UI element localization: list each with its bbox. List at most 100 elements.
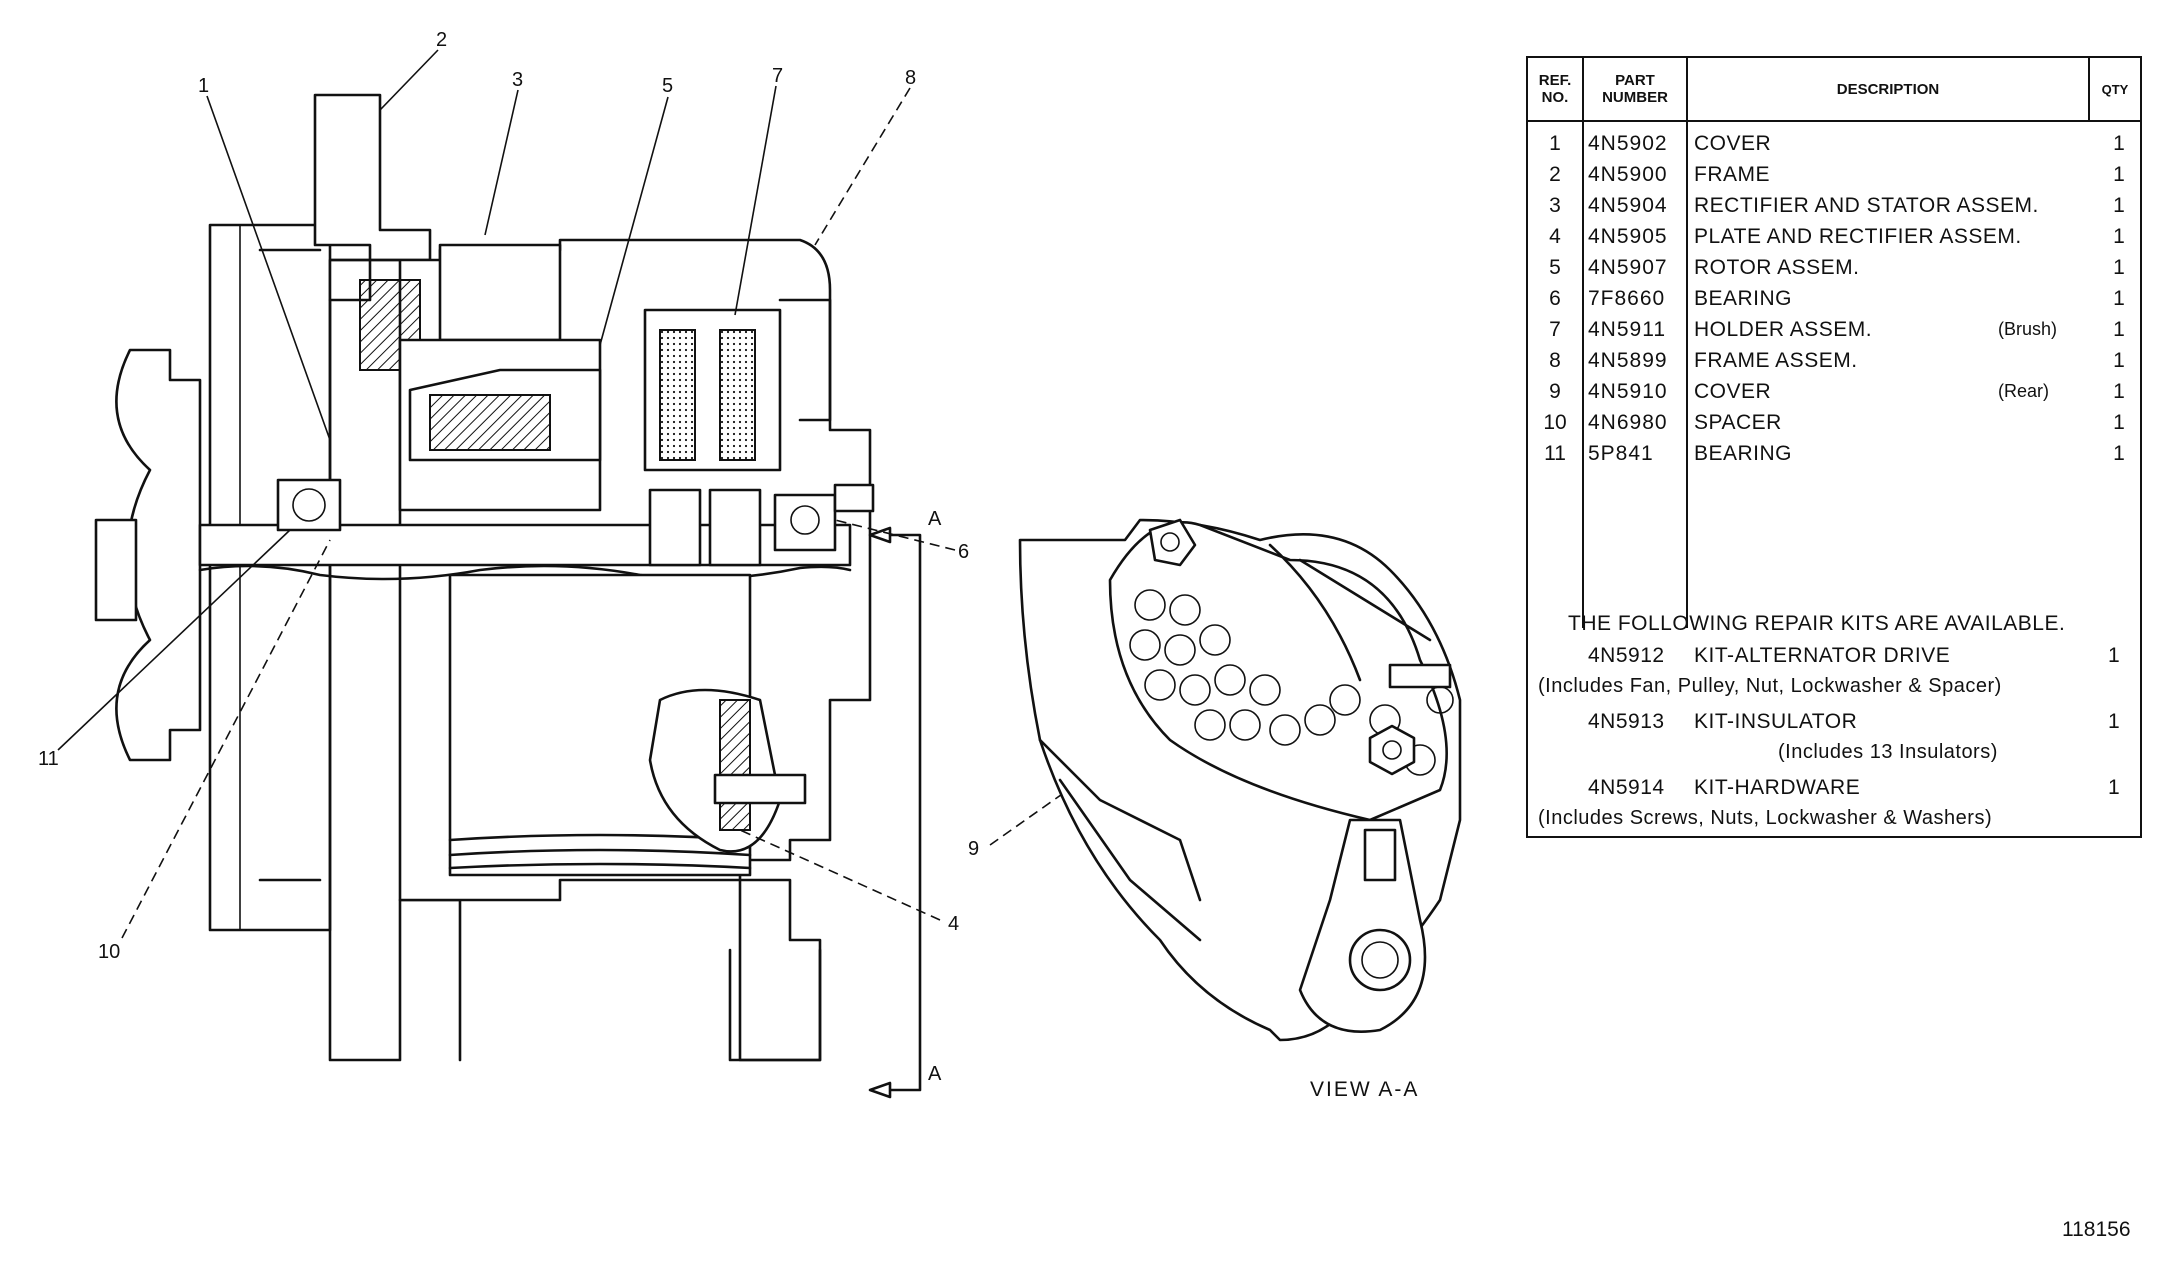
row-note: (Brush): [1998, 319, 2058, 339]
row-part-number: 4N5905: [1588, 225, 1668, 248]
row-part-number: 4N5902: [1588, 132, 1668, 155]
header-part-number: PART NUMBER: [1602, 72, 1668, 106]
parts-list-table: REF. NO. PART NUMBER DESCRIPTION QTY 1 4N…: [1526, 56, 2142, 838]
callout-9: 9: [968, 838, 979, 860]
frame-top-lug: [313, 93, 432, 262]
table-row: 4 4N5905 PLATE AND RECTIFIER ASSEM. 1: [1528, 221, 2140, 252]
row-qty: 1: [2113, 194, 2125, 217]
row-qty: 1: [2113, 318, 2125, 341]
row-description: COVER: [1694, 380, 1772, 403]
row-description: BEARING: [1694, 287, 1793, 310]
kit-description: KIT-INSULATOR: [1694, 710, 1858, 733]
row-ref-no: 9: [1549, 380, 1561, 403]
row-description: ROTOR ASSEM.: [1694, 256, 1860, 279]
row-qty: 1: [2113, 256, 2125, 279]
row-description: COVER: [1694, 132, 1772, 155]
front-frame: [328, 298, 462, 1062]
kit-qty: 1: [2108, 776, 2121, 799]
row-qty: 1: [2113, 349, 2125, 372]
header-ref-no: REF. NO.: [1538, 72, 1572, 106]
row-qty: 1: [2113, 411, 2125, 434]
kit-qty: 1: [2108, 644, 2121, 667]
callout-4: 4: [948, 913, 959, 935]
table-row: 6 7F8660 BEARING 1: [1528, 283, 2140, 314]
row-qty: 1: [2113, 163, 2125, 186]
row-part-number: 4N6980: [1588, 411, 1668, 434]
row-ref-no: 1: [1549, 132, 1561, 155]
row-description: BEARING: [1694, 442, 1793, 465]
row-ref-no: 5: [1549, 256, 1561, 279]
kit-includes: (Includes Fan, Pulley, Nut, Lockwasher &…: [1538, 675, 2002, 697]
row-description: HOLDER ASSEM.: [1694, 318, 1873, 341]
section-line-a-a: [878, 533, 922, 1092]
table-row: 5 4N5907 ROTOR ASSEM. 1: [1528, 252, 2140, 283]
row-ref-no: 6: [1549, 287, 1561, 310]
row-ref-no: 8: [1549, 349, 1561, 372]
row-part-number: 4N5907: [1588, 256, 1668, 279]
section-mark-top: A: [928, 508, 942, 530]
kit-part-number: 4N5913: [1588, 710, 1665, 733]
row-description: RECTIFIER AND STATOR ASSEM.: [1694, 194, 2039, 217]
drawing-number: 118156: [2062, 1218, 2131, 1241]
row-qty: 1: [2113, 287, 2125, 310]
header-description: DESCRIPTION: [1836, 80, 1940, 98]
callout-8: 8: [905, 67, 916, 89]
row-part-number: 4N5910: [1588, 380, 1668, 403]
diode-holes: [1129, 589, 1454, 776]
terminal-nut: [1368, 724, 1416, 776]
kit-qty: 1: [2108, 710, 2121, 733]
stator-core-top: [438, 243, 562, 342]
kit-includes: (Includes 13 Insulators): [1778, 741, 1998, 763]
row-description: FRAME: [1694, 163, 1770, 186]
heat-sink-plate: [1108, 521, 1448, 822]
callout-10: 10: [98, 941, 120, 963]
table-row: 10 4N6980 SPACER 1: [1528, 407, 2140, 438]
pulley-nut: [94, 518, 138, 622]
kit-part-number: 4N5912: [1588, 644, 1665, 667]
callouts: 1 2 3 5 7 8 6 4 10 11 9: [38, 29, 1161, 963]
row-qty: 1: [2113, 380, 2125, 403]
row-description: SPACER: [1694, 411, 1782, 434]
row-part-number: 5P841: [1588, 442, 1654, 465]
terminal-stud: [833, 483, 875, 513]
kit-description: KIT-ALTERNATOR DRIVE: [1694, 644, 1951, 667]
row-ref-no: 10: [1543, 411, 1567, 434]
kit-part-number: 4N5914: [1588, 776, 1665, 799]
row-part-number: 7F8660: [1588, 287, 1666, 310]
row-qty: 1: [2113, 225, 2125, 248]
row-ref-no: 4: [1549, 225, 1561, 248]
row-ref-no: 7: [1549, 318, 1561, 341]
row-ref-no: 11: [1544, 442, 1566, 465]
row-description: PLATE AND RECTIFIER ASSEM.: [1694, 225, 2022, 248]
view-a-a: [1018, 518, 1462, 1042]
section-mark-bottom: A: [928, 1063, 942, 1085]
table-row: 1 4N5902 COVER 1: [1528, 128, 2140, 159]
table-row: 11 5P841 BEARING 1: [1528, 438, 2140, 469]
row-ref-no: 3: [1549, 194, 1561, 217]
row-ref-no: 2: [1549, 163, 1561, 186]
table-row: 7 4N5911 HOLDER ASSEM. 1 (Brush): [1528, 314, 2140, 345]
header-qty: QTY: [2101, 81, 2129, 97]
alternator-section-view: A A: [94, 93, 942, 1099]
fan: [208, 223, 332, 932]
kit-description: KIT-HARDWARE: [1694, 776, 1861, 799]
kit-includes: (Includes Screws, Nuts, Lockwasher & Was…: [1538, 807, 1993, 829]
callout-1: 1: [198, 75, 209, 97]
callout-2: 2: [436, 29, 447, 51]
view-caption: VIEW A-A: [1310, 1078, 1420, 1101]
callout-3: 3: [512, 69, 523, 91]
row-qty: 1: [2113, 442, 2125, 465]
front-bearing: [276, 478, 342, 532]
table-row: 9 4N5910 COVER 1 (Rear): [1528, 376, 2140, 407]
table-header: REF. NO. PART NUMBER DESCRIPTION QTY: [1528, 58, 2140, 122]
callout-7: 7: [772, 65, 783, 87]
row-part-number: 4N5911: [1588, 318, 1667, 341]
row-qty: 1: [2113, 132, 2125, 155]
row-note: (Rear): [1998, 381, 2050, 401]
callout-5: 5: [662, 75, 673, 97]
row-part-number: 4N5900: [1588, 163, 1668, 186]
table-row: 2 4N5900 FRAME 1: [1528, 159, 2140, 190]
